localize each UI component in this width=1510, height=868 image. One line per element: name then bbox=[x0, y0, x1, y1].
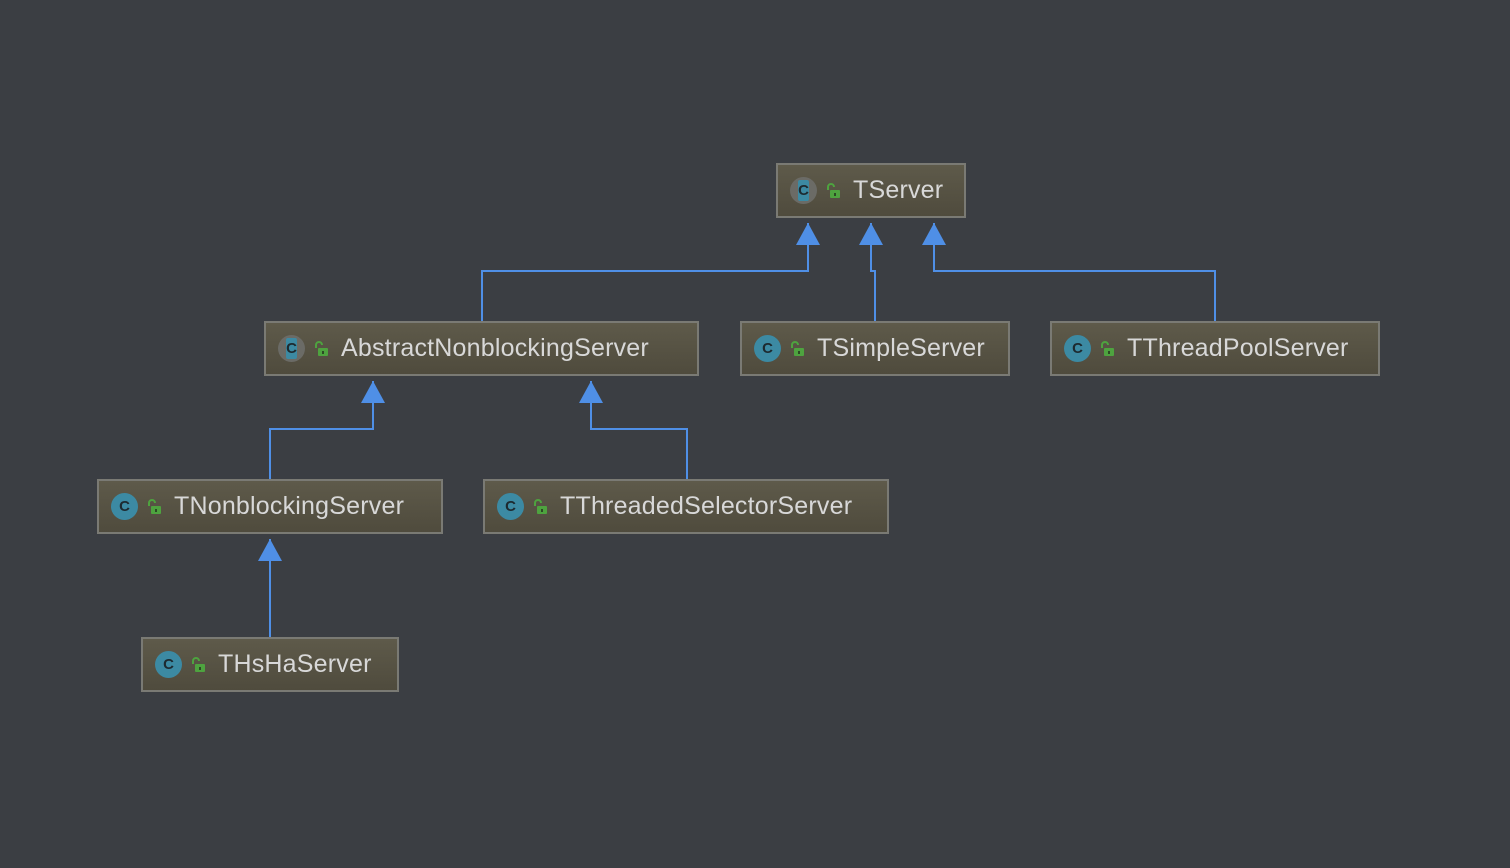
class-node-tthreadpool-server[interactable]: C TThreadPoolServer bbox=[1050, 321, 1380, 376]
class-icon: C bbox=[497, 493, 524, 520]
class-icon: C bbox=[111, 493, 138, 520]
class-icon: C bbox=[1064, 335, 1091, 362]
inheritance-edge-tsimple-to-tserver bbox=[859, 223, 883, 321]
class-node-tthreadedselector-server[interactable]: C TThreadedSelectorServer bbox=[483, 479, 889, 534]
edge-line bbox=[933, 223, 1216, 321]
class-name: THsHaServer bbox=[218, 650, 372, 678]
abstract-class-icon: C bbox=[790, 177, 817, 204]
class-icon: C bbox=[155, 651, 182, 678]
arrowhead-icon bbox=[922, 223, 946, 245]
inheritance-edge-tnonblocking-to-abstract-nonblocking bbox=[269, 381, 385, 479]
arrowhead-icon bbox=[796, 223, 820, 245]
arrowhead-icon bbox=[361, 381, 385, 403]
arrowhead-icon bbox=[579, 381, 603, 403]
class-name: AbstractNonblockingServer bbox=[341, 334, 649, 362]
public-unlock-icon bbox=[791, 340, 804, 356]
class-name: TServer bbox=[853, 176, 944, 204]
class-name: TSimpleServer bbox=[817, 334, 985, 362]
class-node-tsimple-server[interactable]: C TSimpleServer bbox=[740, 321, 1010, 376]
class-name: TNonblockingServer bbox=[174, 492, 405, 520]
edge-line bbox=[269, 381, 374, 479]
public-unlock-icon bbox=[827, 182, 840, 198]
class-name: TThreadPoolServer bbox=[1127, 334, 1349, 362]
class-icon: C bbox=[754, 335, 781, 362]
public-unlock-icon bbox=[315, 340, 328, 356]
arrowhead-icon bbox=[258, 539, 282, 561]
inheritance-edge-thsha-to-tnonblocking bbox=[258, 539, 282, 637]
class-node-abstract-nonblocking-server[interactable]: C AbstractNonblockingServer bbox=[264, 321, 699, 376]
abstract-class-icon: C bbox=[278, 335, 305, 362]
inheritance-edge-tthreadpool-to-tserver bbox=[922, 223, 1216, 321]
edge-line bbox=[481, 223, 809, 321]
inheritance-edge-abstract-nonblocking-to-tserver bbox=[481, 223, 820, 321]
class-node-tserver[interactable]: C TServer bbox=[776, 163, 966, 218]
inheritance-edge-tthreadedselector-to-abstract-nonblocking bbox=[579, 381, 688, 479]
public-unlock-icon bbox=[1101, 340, 1114, 356]
public-unlock-icon bbox=[192, 656, 205, 672]
public-unlock-icon bbox=[148, 498, 161, 514]
class-node-tnonblocking-server[interactable]: C TNonblockingServer bbox=[97, 479, 443, 534]
edge-line bbox=[590, 381, 688, 479]
edge-line bbox=[870, 223, 876, 321]
class-name: TThreadedSelectorServer bbox=[560, 492, 853, 520]
public-unlock-icon bbox=[534, 498, 547, 514]
arrowhead-icon bbox=[859, 223, 883, 245]
class-node-thsha-server[interactable]: C THsHaServer bbox=[141, 637, 399, 692]
